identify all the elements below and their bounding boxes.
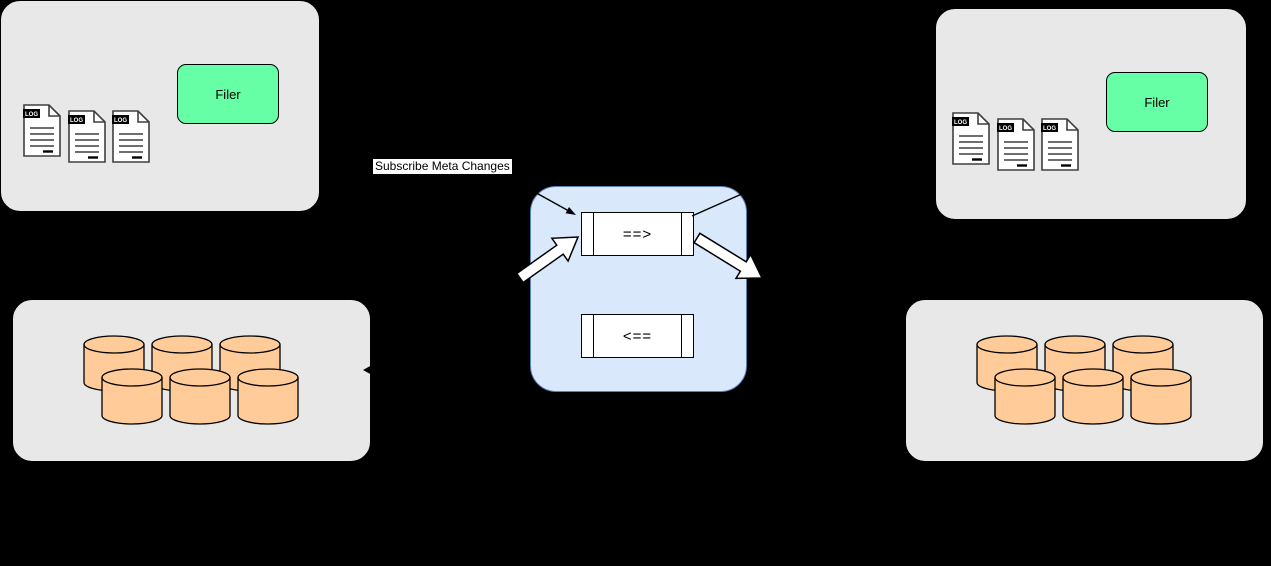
stream-left-bar [593, 213, 594, 255]
subscribe-meta-changes-label: Subscribe Meta Changes [373, 159, 512, 174]
folded-corner [977, 113, 989, 125]
filer-cluster-left: LOG LOG LOG Filer [0, 0, 320, 212]
text-lines [75, 133, 99, 153]
volume-storage-left [12, 299, 371, 462]
filer-node-left: Filer [177, 64, 279, 124]
folded-corner [1022, 119, 1034, 131]
log-file-icon: LOG [997, 118, 1035, 171]
folded-corner [48, 105, 60, 117]
log-file-icon: LOG [112, 110, 150, 163]
backward-sync-stream: <== [581, 314, 694, 358]
metadata-sync-box: ==> <== [530, 186, 747, 392]
text-lines [959, 135, 983, 155]
log-badge-label: LOG [999, 126, 1012, 132]
volume-cylinder [101, 368, 163, 425]
forward-sync-stream: ==> [581, 212, 694, 256]
volume-cylinders [976, 335, 1192, 425]
volume-cylinder [1130, 368, 1192, 425]
log-file-icon: LOG [1041, 118, 1079, 171]
stream-right-bar [681, 213, 682, 255]
log-badge [1041, 123, 1058, 132]
log-badge [112, 115, 129, 124]
volume-cylinders [83, 335, 299, 425]
log-badge-label: LOG [114, 118, 127, 124]
filer-node-right: Filer [1106, 72, 1208, 132]
folded-corner [1066, 119, 1078, 131]
volume-cylinder [994, 368, 1056, 425]
folded-corner [137, 111, 149, 123]
log-badge-label: LOG [25, 112, 38, 118]
log-file-icon: LOG [23, 104, 61, 157]
stream-right-bar [681, 315, 682, 357]
publish-arrowhead [741, 189, 752, 197]
volume-storage-right [905, 299, 1264, 462]
text-lines [119, 133, 143, 153]
log-badge-label: LOG [1043, 126, 1056, 132]
stream-left-bar [593, 315, 594, 357]
filer-label: Filer [215, 86, 241, 102]
filer-cluster-right: LOG LOG LOG Filer [935, 8, 1247, 220]
log-badge-label: LOG [70, 118, 83, 124]
volume-cylinder [169, 368, 231, 425]
forward-stream-label: ==> [622, 225, 653, 243]
log-badge [952, 117, 969, 126]
log-file-icon: LOG [68, 110, 106, 163]
log-file-icon: LOG [952, 112, 990, 165]
log-badge [23, 109, 40, 118]
text-lines [1048, 141, 1072, 161]
log-badge [997, 123, 1014, 132]
log-badge [68, 115, 85, 124]
backward-stream-label: <== [622, 327, 653, 345]
volume-cylinder [237, 368, 299, 425]
text-lines [30, 127, 54, 147]
filer-label: Filer [1144, 94, 1170, 110]
volume-cylinder [1062, 368, 1124, 425]
text-lines [1004, 141, 1028, 161]
folded-corner [93, 111, 105, 123]
log-badge-label: LOG [954, 120, 967, 126]
